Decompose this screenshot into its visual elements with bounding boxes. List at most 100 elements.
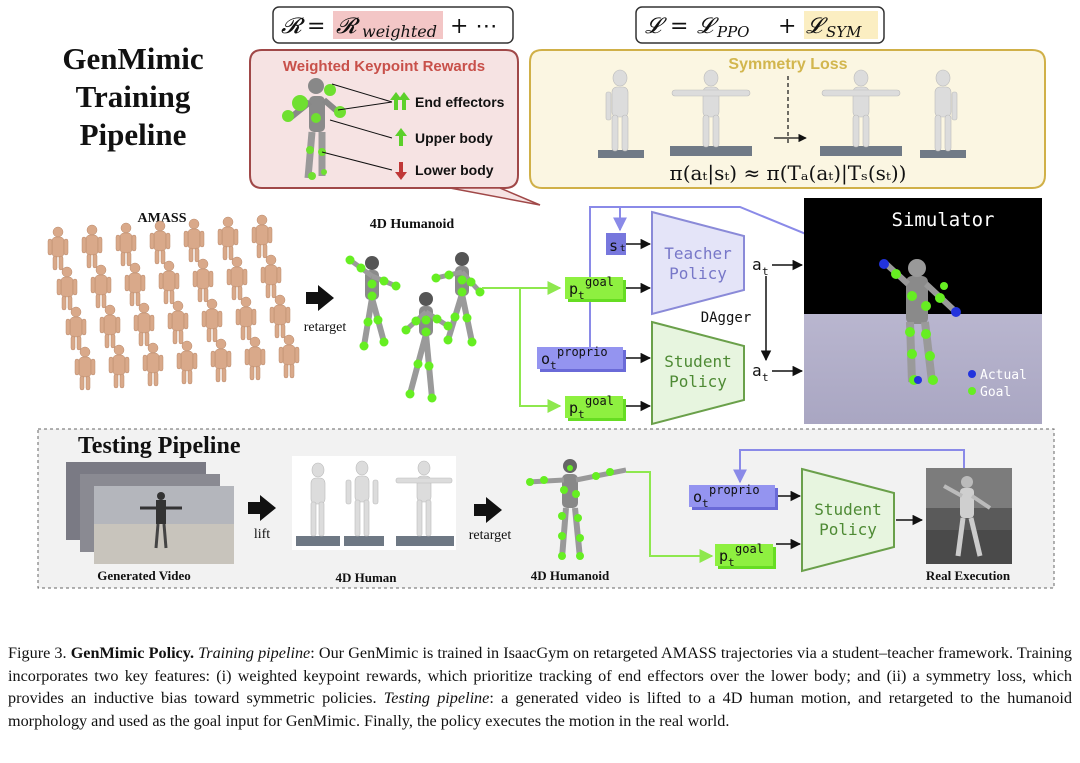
humanoid-4d-figures — [345, 252, 485, 403]
student-policy-label-1: Student — [664, 352, 731, 371]
p-goal-chip-teacher: p t goal — [565, 275, 626, 302]
legend-goal-label: Goal — [980, 385, 1011, 400]
student-policy-test-label-2: Policy — [819, 520, 877, 539]
amass-figure — [149, 220, 171, 265]
teacher-policy-label-2: Policy — [669, 264, 727, 283]
symmetry-box: Symmetry Loss π(aₜ|sₜ) ≈ π — [529, 49, 1046, 189]
amass-crowd-figures — [47, 214, 300, 391]
amass-figure — [167, 300, 189, 345]
symmetry-box-title: Symmetry Loss — [728, 56, 847, 73]
caption-training-text: : Our GenMimic is trained in IsaacGym on… — [8, 644, 1073, 708]
teacher-action-label: a — [752, 255, 762, 274]
retarget-label: retarget — [304, 320, 347, 335]
main-title-line-3: Pipeline — [80, 117, 187, 152]
main-title: GenMimic Training Pipeline — [62, 41, 203, 152]
svg-text:p: p — [569, 280, 578, 298]
o-proprio-chip-train: o t proprio — [537, 345, 626, 372]
svg-text:t: t — [550, 359, 557, 372]
legend-actual-label: Actual — [980, 368, 1027, 383]
teacher-policy-label-1: Teacher — [664, 244, 732, 263]
figure-caption: Figure 3. GenMimic Policy. Training pipe… — [8, 642, 1072, 732]
reward-eq-equals: = — [307, 14, 325, 39]
legend-goal-marker — [968, 387, 976, 395]
reward-eq-subscript: weighted — [362, 22, 437, 41]
reward-item-upper-body: Upper body — [415, 130, 493, 146]
amass-figure — [56, 266, 78, 311]
humanoid-4d-label: 4D Humanoid — [370, 217, 455, 232]
dagger-label: DAgger — [701, 310, 752, 326]
symmetry-formula: π(aₜ|sₜ) ≈ π(Tₐ(aₜ)|Tₛ(sₜ)) — [670, 161, 907, 186]
reward-equation: 𝓡 = 𝓡 weighted + ⋯ — [272, 6, 514, 44]
main-title-line-2: Training — [76, 79, 191, 114]
generated-video-label: Generated Video — [97, 568, 191, 583]
student-policy-test-label-1: Student — [814, 500, 881, 519]
amass-figure — [260, 254, 282, 299]
reward-eq-rest: + ⋯ — [450, 14, 497, 39]
upper-body-arrow-icon — [395, 128, 407, 146]
amass-figure — [124, 262, 146, 307]
amass-figure — [47, 226, 69, 271]
genmimic-figure: GenMimic Training Pipeline 𝓡 = 𝓡 weighte… — [37, 6, 1055, 589]
amass-figure — [210, 338, 232, 383]
amass-figure — [99, 304, 121, 349]
humanoid-4d-figure — [401, 292, 453, 403]
student-action-label: a — [752, 361, 762, 380]
main-title-line-1: GenMimic — [62, 41, 203, 76]
retarget-label-test: retarget — [469, 528, 512, 543]
teacher-policy-block: Teacher Policy — [651, 210, 745, 316]
humanoid-4d-figure — [431, 252, 485, 347]
svg-text:p: p — [719, 547, 728, 565]
amass-figure — [269, 294, 291, 339]
student-action-sub: t — [762, 371, 769, 384]
reward-humanoid-figure — [282, 78, 346, 180]
lift-label: lift — [254, 527, 270, 542]
loss-eq-t2-sub: SYM — [826, 23, 862, 41]
generated-video-frames — [66, 462, 234, 564]
reward-box: Weighted Keypoint Rewards — [249, 49, 541, 206]
simulator-robot — [879, 259, 961, 385]
humanoid-4d-test-figure — [526, 459, 627, 560]
caption-bold-title: GenMimic Policy. — [70, 644, 194, 662]
svg-text:o: o — [693, 488, 702, 506]
simulator-title: Simulator — [892, 209, 995, 231]
amass-figure — [183, 218, 205, 263]
legend-actual-marker — [968, 370, 976, 378]
amass-figure — [115, 222, 137, 267]
teacher-action-sub: t — [762, 265, 769, 278]
amass-figure — [244, 336, 266, 381]
loss-eq-t1-sub: PPO — [716, 23, 749, 41]
amass-figure — [176, 340, 198, 385]
amass-figure — [65, 306, 87, 351]
amass-figure — [278, 334, 300, 379]
svg-text:sₜ: sₜ — [609, 237, 627, 255]
reward-item-lower-body: Lower body — [415, 162, 494, 178]
s-t-chip: sₜ — [606, 233, 627, 255]
amass-figure — [158, 260, 180, 305]
humanoid-4d-label-test: 4D Humanoid — [531, 568, 610, 583]
goal-connection-test — [626, 471, 714, 563]
svg-text:t: t — [702, 497, 709, 510]
amass-figure — [90, 264, 112, 309]
svg-text:o: o — [541, 350, 550, 368]
caption-testing-label: Testing pipeline — [383, 689, 490, 708]
svg-text:goal: goal — [585, 275, 614, 289]
human-4d-figures — [292, 456, 456, 550]
amass-figure — [251, 214, 273, 259]
human-4d-label: 4D Human — [335, 570, 397, 585]
reward-eq-term: 𝓡 — [336, 14, 360, 39]
testing-title: Testing Pipeline — [78, 433, 241, 459]
retarget-arrow-icon — [306, 285, 334, 311]
svg-text:goal: goal — [735, 542, 764, 556]
svg-text:t: t — [578, 408, 585, 421]
student-policy-block-train: Student Policy — [651, 320, 745, 426]
p-goal-chip-test: p t goal — [715, 542, 776, 569]
student-policy-block-test: Student Policy — [801, 467, 895, 573]
amass-figure — [74, 346, 96, 391]
caption-testing-text: : a generated video is lifted to a 4D hu… — [8, 689, 1073, 730]
state-connection-test — [733, 449, 965, 484]
amass-figure — [142, 342, 164, 387]
caption-figure-label: Figure 3. — [8, 644, 67, 662]
simulator-panel: Simulator Actual Goal — [804, 198, 1042, 424]
p-goal-chip-student: p t goal — [565, 394, 626, 421]
amass-figure — [235, 296, 257, 341]
